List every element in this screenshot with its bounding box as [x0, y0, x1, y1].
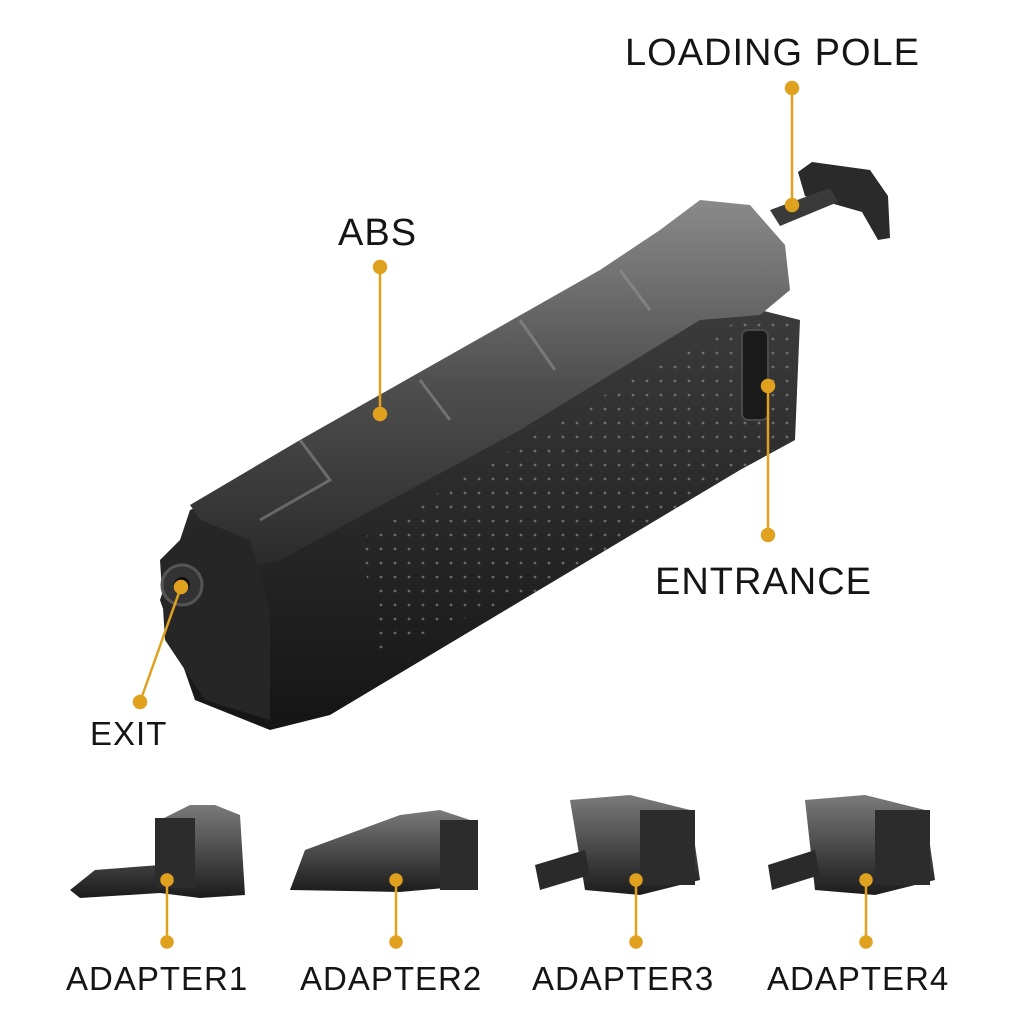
top-ridge-4	[618, 269, 652, 311]
loader-top-shell	[190, 200, 790, 570]
loading-pole-dot-top	[784, 80, 800, 96]
top-ridge-1	[259, 439, 333, 522]
adapter-2-illustration	[290, 810, 478, 892]
abs-dot-bottom	[372, 406, 388, 422]
adapter3-label: ADAPTER3	[532, 960, 715, 997]
loading-pole-dot-bottom	[784, 197, 800, 213]
exit-leader	[138, 586, 183, 703]
adapter2-label: ADAPTER2	[300, 960, 483, 997]
abs-label: ABS	[338, 212, 418, 254]
abs-dot-top	[372, 259, 388, 275]
callout-leaders	[132, 80, 873, 949]
entrance-dot-top	[760, 378, 776, 394]
loader-body	[160, 162, 890, 730]
loading-pole-rod	[770, 188, 838, 226]
top-ridge-2	[418, 379, 452, 421]
top-ridge-3	[518, 319, 557, 371]
grip-texture	[360, 320, 790, 650]
adapter-1-illustration	[70, 805, 245, 898]
adapter1-label: ADAPTER1	[66, 960, 249, 997]
exit-dot-top	[173, 579, 189, 595]
entrance-label: ENTRANCE	[655, 561, 873, 603]
exit-label: EXIT	[90, 715, 168, 752]
exit-dot-bottom	[132, 694, 148, 710]
loading-pole-handle	[798, 162, 890, 240]
adapter4-label: ADAPTER4	[767, 960, 950, 997]
entrance-dot-bottom	[760, 527, 776, 543]
entrance-slot	[741, 329, 769, 421]
adapter-4-illustration	[768, 795, 935, 895]
loading-pole-label: LOADING POLE	[625, 32, 920, 74]
adapter-3-illustration	[535, 795, 700, 895]
